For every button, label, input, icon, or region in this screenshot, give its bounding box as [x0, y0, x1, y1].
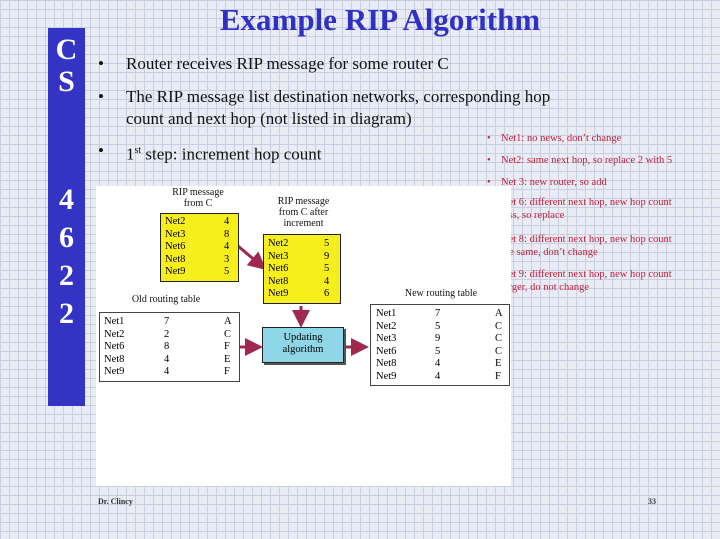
- rip-message-label: RIP message from C: [152, 187, 244, 209]
- note-text: Net 8: different next hop, new hop count: [501, 234, 672, 245]
- note-text: the same, don’t change: [501, 247, 598, 258]
- slide-title: Example RIP Algorithm: [219, 2, 541, 37]
- updating-algorithm-box: Updating algorithm: [262, 327, 344, 363]
- bullet-item: • 1st step: increment hop count: [98, 140, 458, 164]
- bullet-item: • The RIP message list destination netwo…: [98, 86, 608, 130]
- page-number: 33: [648, 497, 656, 506]
- bullet-text: The RIP message list destination network…: [126, 87, 551, 106]
- sidebar-letter: 6: [59, 221, 74, 254]
- bullet-dot: •: [98, 87, 104, 106]
- note-text: less, so replace: [501, 210, 565, 221]
- sidebar-letter: S: [58, 65, 75, 98]
- new-table-label: New routing table: [404, 288, 478, 299]
- sidebar-letter: C: [55, 33, 78, 66]
- label-line: from C after: [278, 207, 329, 218]
- bullet-dot: •: [98, 141, 104, 160]
- bullet-dot: •: [98, 54, 104, 73]
- note-dot: •: [487, 177, 491, 188]
- note-text: Net 9: different next hop, new hop count: [501, 269, 672, 280]
- arrow-to-increment: [237, 244, 267, 270]
- sidebar-letter: 2: [59, 297, 74, 330]
- bullet-text: 1st step: increment hop count: [126, 144, 322, 164]
- bullet-text: count and next hop (not listed in diagra…: [126, 109, 412, 128]
- label-line: algorithm: [282, 344, 324, 355]
- note-text: Net 3: new router, so add: [501, 177, 607, 188]
- diagram-arrows: [237, 244, 369, 356]
- label-line: Updating: [283, 332, 323, 343]
- bullet-item: • Router receives RIP message for some r…: [98, 53, 608, 75]
- bullet-text: Router receives RIP message for some rou…: [126, 54, 449, 73]
- note-dot: •: [487, 155, 491, 166]
- rip-incremented-label: RIP message from C after increment: [256, 196, 351, 229]
- note-text: Net 6: different next hop, new hop count: [501, 197, 672, 208]
- label-line: RIP message: [277, 196, 330, 207]
- note-text: larger, do not change: [501, 282, 590, 293]
- label-line: from C: [183, 198, 213, 209]
- footer-author: Dr. Clincy: [98, 497, 133, 506]
- label-line: RIP message: [172, 187, 224, 198]
- sidebar-letter: 4: [59, 183, 74, 216]
- label-line: increment: [283, 218, 324, 229]
- note-text: Net2: same next hop, so replace 2 with 5: [501, 155, 673, 166]
- note-text: Net1: no news, don’t change: [501, 133, 622, 144]
- course-sidebar: C S 4 6 2 2: [48, 28, 85, 406]
- old-table-label: Old routing table: [131, 294, 201, 305]
- sidebar-letter: 2: [59, 259, 74, 292]
- note-dot: •: [487, 133, 491, 144]
